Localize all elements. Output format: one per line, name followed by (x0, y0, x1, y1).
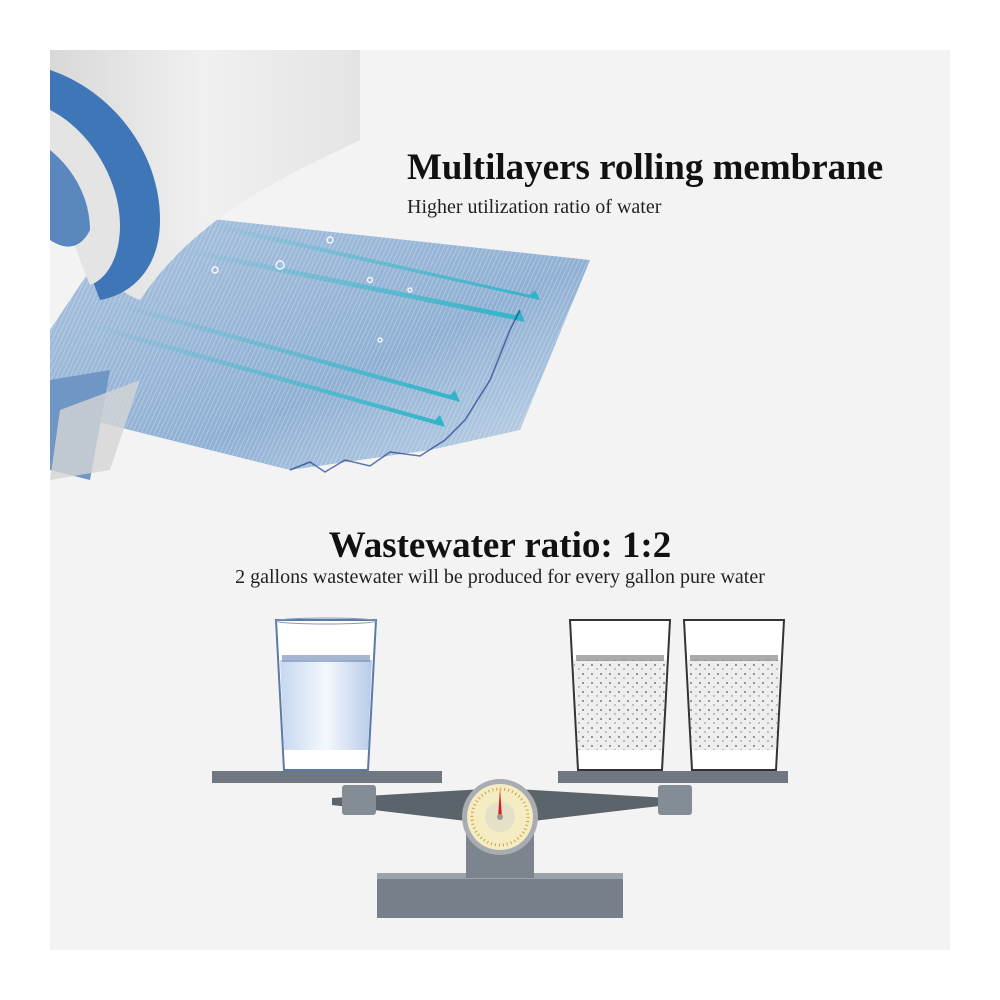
pure-water-glass (274, 617, 378, 771)
wastewater-glass-2 (682, 619, 786, 771)
product-panel: Multilayers rolling membrane Higher util… (50, 50, 950, 950)
illustration (50, 50, 788, 918)
membrane-illustration (50, 50, 590, 480)
scale-dial (462, 779, 538, 855)
wastewater-glass-1 (568, 619, 672, 771)
balance-scale (212, 771, 788, 918)
ratio-subtitle: 2 gallons wastewater will be produced fo… (235, 566, 765, 588)
needle-icon (498, 788, 502, 818)
membrane-title: Multilayers rolling membrane (407, 147, 884, 188)
membrane-subtitle: Higher utilization ratio of water (407, 196, 662, 218)
ratio-title: Wastewater ratio: 1:2 (328, 525, 672, 566)
flow-arrows (80, 220, 540, 427)
